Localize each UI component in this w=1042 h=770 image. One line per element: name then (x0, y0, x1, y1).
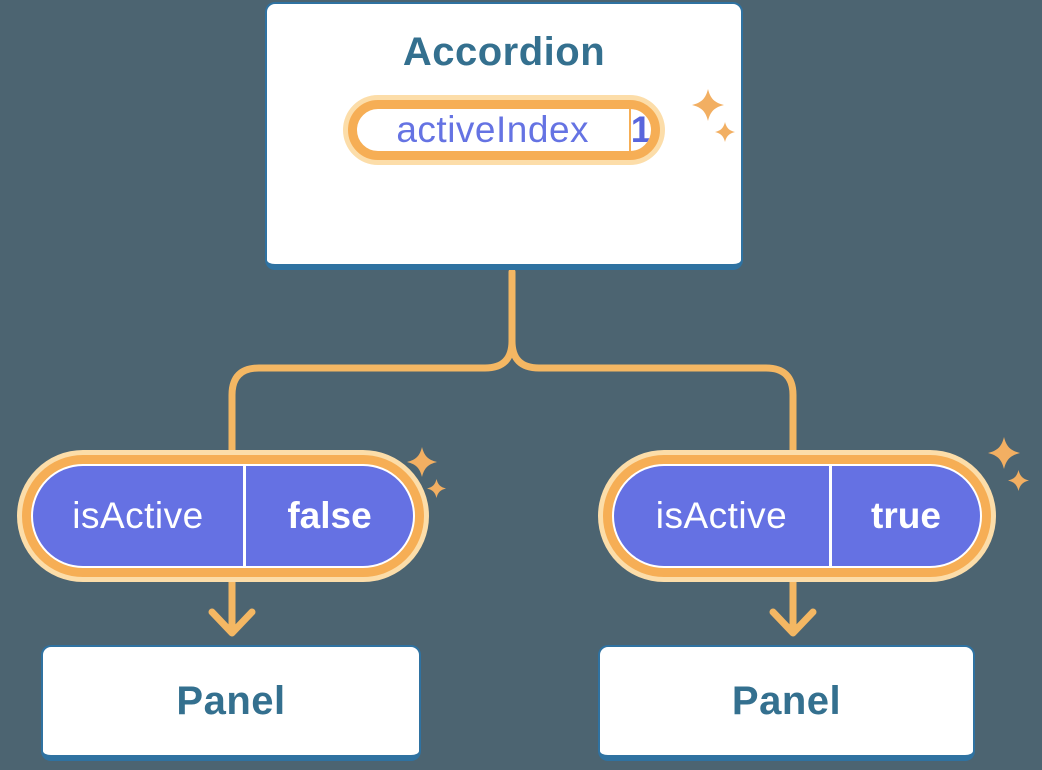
connector-right-branch (508, 268, 797, 633)
state-pill-ring: isActive true (603, 455, 991, 577)
sparkle-icon (407, 447, 437, 477)
state-name: isActive (72, 495, 204, 536)
state-pill-glow: activeIndex 1 (342, 95, 666, 165)
sparkle-icon (427, 479, 446, 498)
arrow-down-icon (769, 608, 817, 637)
panel-component-card-left: Panel (41, 645, 421, 761)
state-pill-divider (243, 466, 246, 566)
sparkle-icon (715, 122, 735, 142)
state-value-section: 1 (631, 109, 652, 151)
state-name: isActive (655, 495, 788, 536)
state-pill-body: isActive false (33, 466, 413, 566)
state-name: activeIndex (396, 109, 590, 150)
accordion-component-card: Accordion activeIndex 1 (265, 2, 743, 270)
panel-title: Panel (731, 678, 842, 723)
state-name-section: isActive (614, 466, 829, 566)
state-value: true (871, 495, 941, 536)
state-pill-divider (829, 466, 832, 566)
panel-component-card-right: Panel (598, 645, 975, 761)
sparkle-icon (692, 89, 724, 121)
state-value-section: false (246, 466, 413, 566)
state-pill-ring: isActive false (22, 455, 424, 577)
state-pill-is-active-true: isActive true (598, 450, 996, 582)
state-pill-body: isActive true (614, 466, 980, 566)
sparkle-icon (988, 437, 1020, 469)
state-pill-is-active-false: isActive false (17, 450, 429, 582)
state-value-section: true (832, 466, 980, 566)
state-pill-divider (628, 109, 631, 151)
state-name-section: isActive (33, 466, 243, 566)
sparkle-icon (1008, 470, 1029, 491)
state-name-section: activeIndex (357, 109, 629, 151)
accordion-title: Accordion (402, 30, 606, 74)
state-value: 1 (630, 109, 652, 150)
state-value: false (287, 495, 372, 536)
arrow-down-icon (208, 608, 256, 637)
panel-title: Panel (176, 678, 286, 723)
state-pill-glow: isActive false (17, 450, 429, 582)
state-pill-glow: isActive true (598, 450, 996, 582)
state-pill-active-index: activeIndex 1 (347, 100, 661, 160)
